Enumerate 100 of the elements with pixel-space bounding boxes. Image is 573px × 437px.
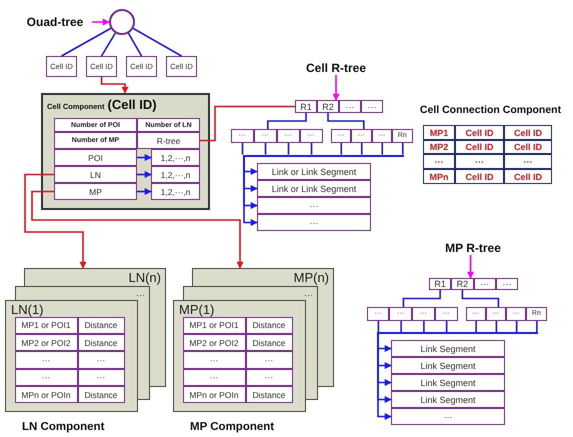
cell-text: ··· <box>502 279 512 289</box>
table-cell <box>182 368 246 386</box>
cell-text: Link Segment <box>420 360 476 370</box>
index-cell <box>372 128 392 142</box>
arrow <box>467 255 474 279</box>
arrow <box>243 156 258 226</box>
connector-line <box>446 321 448 332</box>
connector-line <box>475 321 477 332</box>
cell-text: ··· <box>524 156 532 166</box>
card-label: ··· <box>304 290 313 300</box>
cell-text: ··· <box>310 218 318 228</box>
index-cell <box>317 100 339 113</box>
cell-text: Distance <box>84 338 118 348</box>
cell-id-box <box>86 56 117 77</box>
connector-line <box>402 290 441 307</box>
cell-text: ··· <box>42 354 50 365</box>
cell-text: MPn <box>430 172 448 182</box>
table-cell <box>78 351 124 369</box>
card-label: MP(n) <box>294 270 329 285</box>
connector-line <box>132 28 182 57</box>
cell-id-box <box>166 56 197 77</box>
connector-line <box>536 321 538 332</box>
stacked-card-edge <box>150 286 166 387</box>
table-cell <box>455 125 504 140</box>
cell-text: Cell ID <box>465 172 494 182</box>
leaf-entry <box>391 340 505 357</box>
stacked-card-edge <box>306 300 318 400</box>
connector-line <box>378 321 380 332</box>
card-label: ··· <box>136 290 145 300</box>
component-caption: LN Component <box>22 421 104 433</box>
table-cell <box>423 125 455 140</box>
cell-text: Link or Link Segment <box>272 166 356 176</box>
cell-text: R2 <box>456 279 468 289</box>
arrow <box>92 18 110 26</box>
cell-text: R2 <box>322 102 334 112</box>
cell-id-box <box>126 56 157 77</box>
cell-text: MP1 or POI1 <box>21 320 71 330</box>
stacked-card <box>5 300 138 412</box>
index-cell <box>295 100 317 113</box>
arrow <box>377 334 392 420</box>
arrow <box>31 190 244 269</box>
table-cell <box>14 316 78 334</box>
table-cell <box>54 183 137 200</box>
cell-text: POI <box>88 152 103 162</box>
cell-id-box <box>46 56 77 77</box>
cell-text: ··· <box>310 200 318 210</box>
index-cell <box>486 306 506 320</box>
cell-text: Cell ID <box>514 142 542 152</box>
connector-line <box>327 113 365 129</box>
leaf-entry <box>257 180 371 197</box>
table-cell <box>54 118 137 132</box>
leaf-entry <box>391 357 505 374</box>
connector-line <box>516 321 518 332</box>
cell-text: ··· <box>264 354 274 365</box>
index-cell <box>412 306 435 320</box>
cell-text: 1,2,···,n <box>160 186 190 196</box>
cell-text: Distance <box>252 320 286 330</box>
cell-text: Cell ID <box>514 172 542 182</box>
table-cell <box>246 334 292 352</box>
index-cell <box>361 100 383 113</box>
cell-text: R1 <box>300 102 312 112</box>
cell-text: ··· <box>42 372 50 382</box>
cell-text: ··· <box>210 354 218 365</box>
connector-line <box>264 143 266 154</box>
cell-text: ··· <box>444 412 452 422</box>
connector-line <box>496 321 498 332</box>
table-cell <box>151 149 200 166</box>
stacked-card <box>192 268 334 286</box>
cell-text: MP1 or POI1 <box>189 320 239 330</box>
connector-line <box>267 113 307 129</box>
component-caption: MP Component <box>190 421 274 433</box>
connector-line <box>242 143 244 154</box>
index-cell <box>254 128 276 142</box>
index-cell <box>276 128 300 142</box>
connector-line <box>61 28 112 57</box>
cell-text: R-tree <box>156 136 180 146</box>
connector-line <box>310 143 312 154</box>
connector-line <box>100 32 116 56</box>
card-label: LN(n) <box>128 270 161 285</box>
connector-line <box>200 106 295 142</box>
table-cell <box>423 154 455 169</box>
table-cell <box>14 334 78 352</box>
table-cell <box>182 316 246 334</box>
table-cell <box>182 351 246 369</box>
stacked-card <box>173 300 306 412</box>
leaf-entry <box>391 408 505 425</box>
cell-text: Link Segment <box>420 378 476 388</box>
table-cell <box>246 368 292 386</box>
table-cell <box>182 386 246 404</box>
arrow <box>137 171 152 178</box>
table-cell <box>151 166 200 183</box>
stacked-card <box>183 286 318 300</box>
cell-text: Link Segment <box>420 394 476 404</box>
connector-line <box>423 321 425 332</box>
cell-text: Link Segment <box>420 344 476 354</box>
arrow <box>100 77 128 94</box>
cell-text: Distance <box>84 390 118 400</box>
connector-line <box>381 143 384 154</box>
cell-text: MP2 or POI2 <box>21 338 71 348</box>
table-cell <box>151 183 200 200</box>
